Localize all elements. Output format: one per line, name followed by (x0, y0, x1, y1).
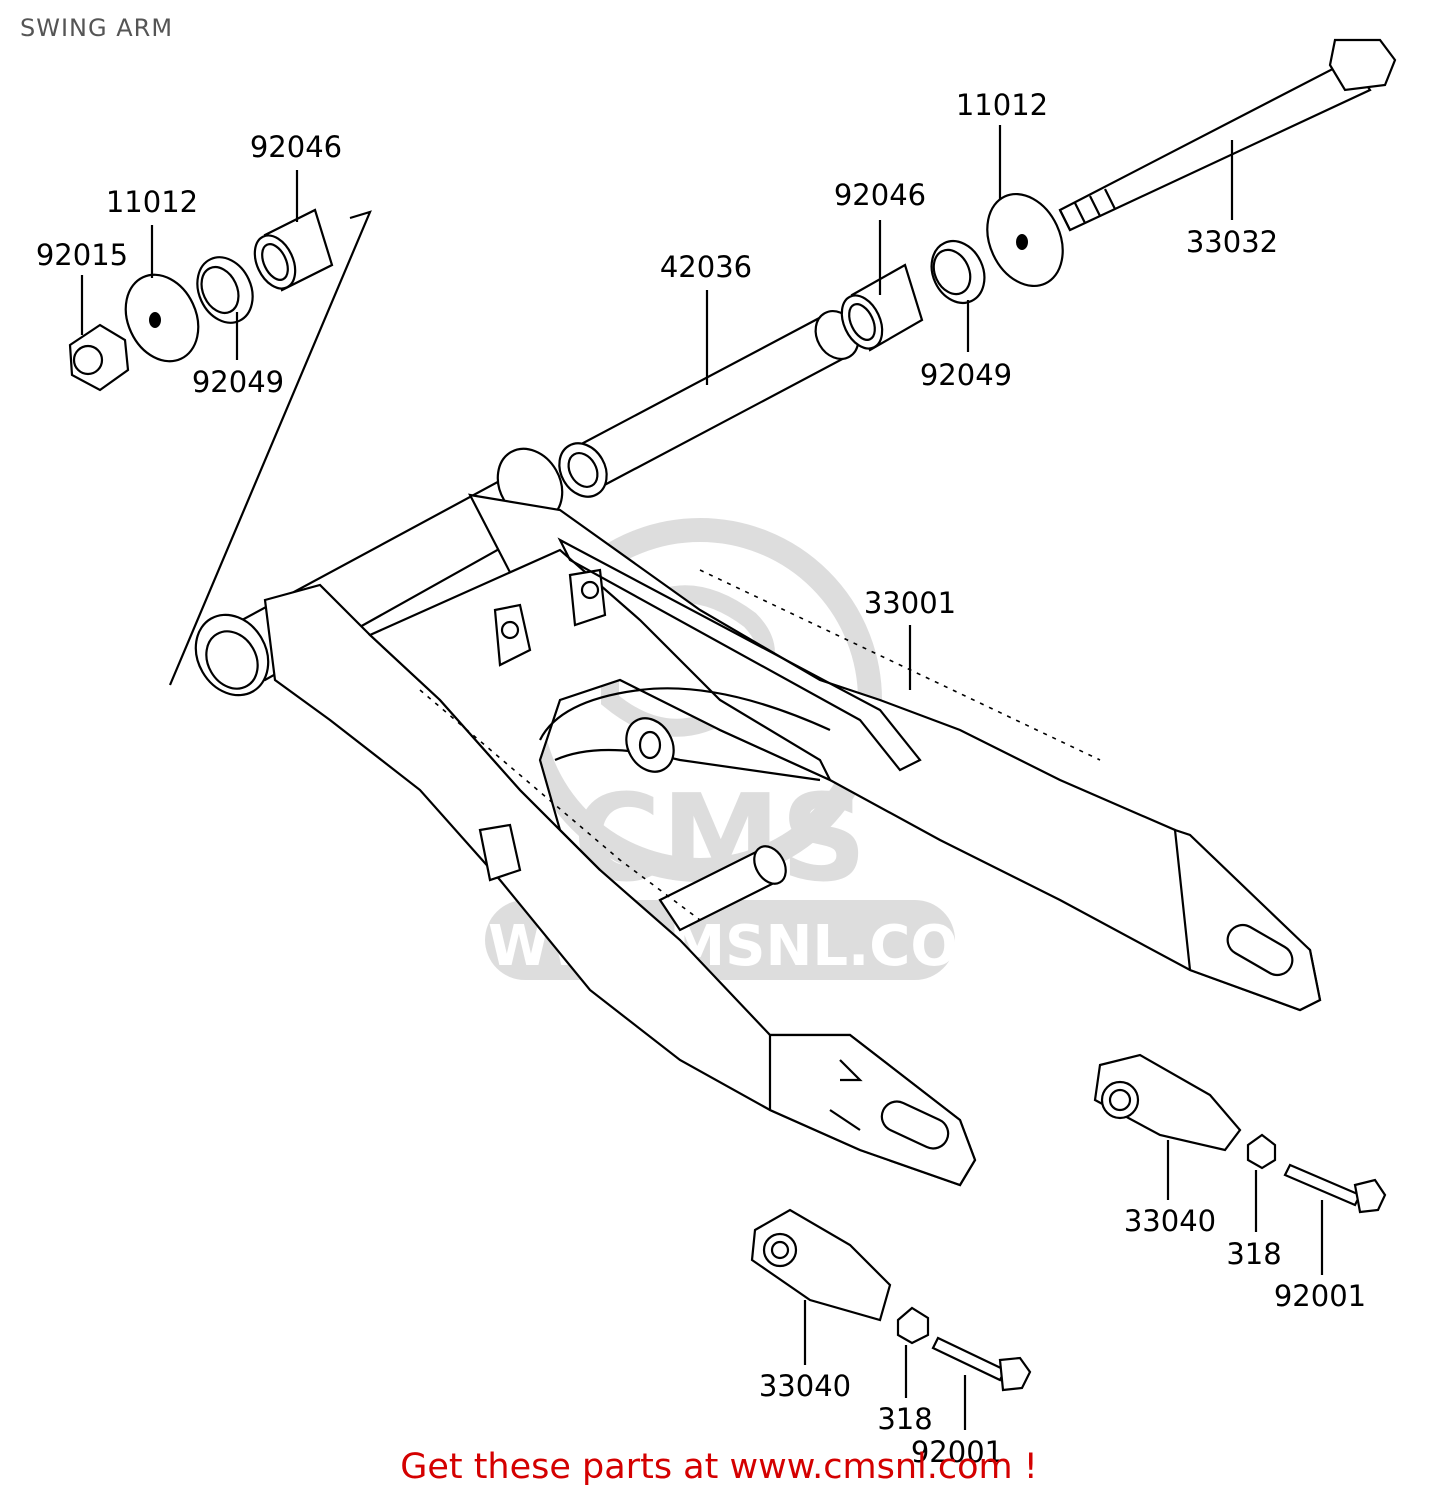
pivot-collar-42036 (558, 310, 860, 498)
oil-seal-right (930, 240, 986, 304)
bolt-92001-right (1283, 1163, 1387, 1214)
nut-318-left (896, 1306, 930, 1345)
label-42036: 42036 (660, 250, 752, 284)
nut-92015 (68, 323, 130, 392)
label-92049-right: 92049 (920, 358, 1012, 392)
label-11012-right: 11012 (956, 88, 1048, 122)
label-318-left: 318 (877, 1402, 932, 1436)
label-92046-left: 92046 (250, 130, 342, 164)
label-92001-left: 92001 (911, 1435, 1003, 1469)
oil-seal-left (196, 256, 254, 324)
leader-lines (80, 125, 1324, 1430)
label-92046-right: 92046 (834, 178, 926, 212)
footer-link-text[interactable]: Get these parts at www.cmsnl.com ! (400, 1447, 1038, 1487)
label-33040-left: 33040 (759, 1369, 851, 1403)
label-11012-left: 11012 (106, 185, 198, 219)
chain-adjuster-right (1093, 1053, 1242, 1152)
swing-arm-body (194, 447, 1322, 1187)
label-33040-right: 33040 (1124, 1204, 1216, 1238)
assembly-bracket-line (168, 210, 372, 686)
needle-bearing-right (840, 263, 924, 352)
washer-right (986, 192, 1064, 288)
label-33001: 33001 (864, 586, 956, 620)
label-92049-left: 92049 (192, 365, 284, 399)
pivot-shaft-33032 (1058, 38, 1397, 232)
bolt-92001-left (931, 1336, 1032, 1392)
page-title: SWING ARM (20, 14, 174, 42)
watermark-text: WWW.CMSNL.COM (426, 914, 1013, 979)
label-92015: 92015 (36, 238, 128, 272)
label-318-right: 318 (1226, 1237, 1281, 1271)
label-33032: 33032 (1186, 225, 1278, 259)
nut-318-right (1246, 1133, 1277, 1170)
label-92001-right: 92001 (1274, 1279, 1366, 1313)
chain-adjuster-left (750, 1208, 892, 1322)
washer-left (124, 273, 200, 363)
needle-bearing-left (253, 208, 334, 292)
